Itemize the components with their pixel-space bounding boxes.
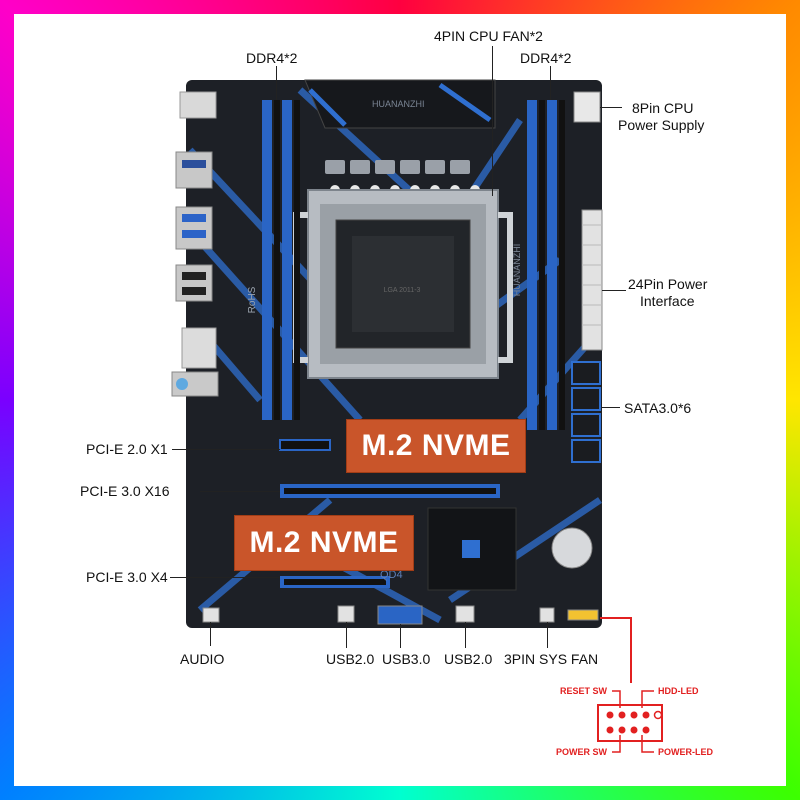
label-ddr4-left: DDR4*2 — [246, 50, 298, 66]
label-sys-fan: 3PIN SYS FAN — [504, 651, 599, 667]
chipset-heatsink — [427, 507, 517, 591]
lead-pcie-x1 — [172, 449, 280, 450]
fp-lead-v — [630, 617, 632, 683]
label-cpu-power-line1: 8Pin CPU — [632, 100, 694, 116]
label-pcie-x16: PCI-E 3.0 X16 — [80, 483, 170, 499]
rear-io — [171, 91, 219, 397]
lead-sata — [602, 407, 620, 408]
lead-pcie-x16 — [200, 491, 280, 492]
lead-8pin — [600, 107, 622, 108]
label-audio: AUDIO — [180, 651, 225, 667]
lead-24pin — [602, 290, 626, 291]
label-cpu-fan: 4PIN CPU FAN*2 — [434, 28, 543, 44]
lead-pcie-x4 — [170, 577, 280, 578]
label-usb20-b: USB2.0 — [444, 651, 493, 667]
rohs-silk: RoHS — [247, 286, 258, 313]
label-atx-power-line1: 24Pin Power — [628, 276, 708, 292]
dimm-left — [262, 100, 300, 420]
model-silk: QD4 — [380, 569, 403, 581]
lead-usb20-a — [346, 622, 347, 648]
label-atx-power: 24Pin Power Interface — [628, 276, 707, 310]
label-usb20-a: USB2.0 — [326, 651, 375, 667]
fp-hdd-led: HDD-LED — [658, 686, 699, 696]
lead-cpu-fan — [492, 46, 493, 196]
label-sata: SATA3.0*6 — [624, 400, 692, 416]
cmos-battery — [551, 527, 593, 569]
cpu-socket: LGA 2011-3 — [293, 189, 513, 379]
lead-ddr4-left — [276, 66, 277, 100]
fp-power-sw: POWER SW — [556, 747, 607, 757]
sata-ports — [571, 361, 601, 463]
lead-usb20-b — [465, 622, 466, 648]
cpu-8pin-connector — [573, 91, 601, 123]
nvme-badge-bottom: M.2 NVME — [234, 515, 414, 571]
label-pcie-x1: PCI-E 2.0 X1 — [86, 441, 168, 457]
label-usb30: USB3.0 — [382, 651, 431, 667]
vrm-heatsink: HUANANZHI — [304, 79, 496, 129]
fp-power-led: POWER-LED — [658, 747, 713, 757]
heatsink-brand: HUANANZHI — [372, 99, 425, 109]
svg-text:LGA 2011-3: LGA 2011-3 — [384, 287, 421, 294]
fp-lead-h1 — [600, 617, 632, 619]
atx-24pin-connector — [581, 209, 603, 351]
label-cpu-power-line2: Power Supply — [618, 117, 705, 133]
label-ddr4-right: DDR4*2 — [520, 50, 572, 66]
nvme-badge-top: M.2 NVME — [346, 419, 526, 473]
label-atx-power-line2: Interface — [640, 293, 695, 309]
lead-sys-fan — [547, 622, 548, 648]
board-brand-silk: HUANANZHI — [512, 244, 522, 297]
label-cpu-power: 8Pin CPU Power Supply — [618, 100, 704, 134]
fp-reset-sw: RESET SW — [560, 686, 608, 696]
lead-audio — [210, 622, 211, 646]
lead-ddr4-right — [550, 66, 551, 100]
label-pcie-x4: PCI-E 3.0 X4 — [86, 569, 168, 585]
pcie-x1-slot — [279, 439, 331, 451]
dimm-right — [527, 100, 565, 430]
lead-usb30 — [400, 624, 401, 648]
